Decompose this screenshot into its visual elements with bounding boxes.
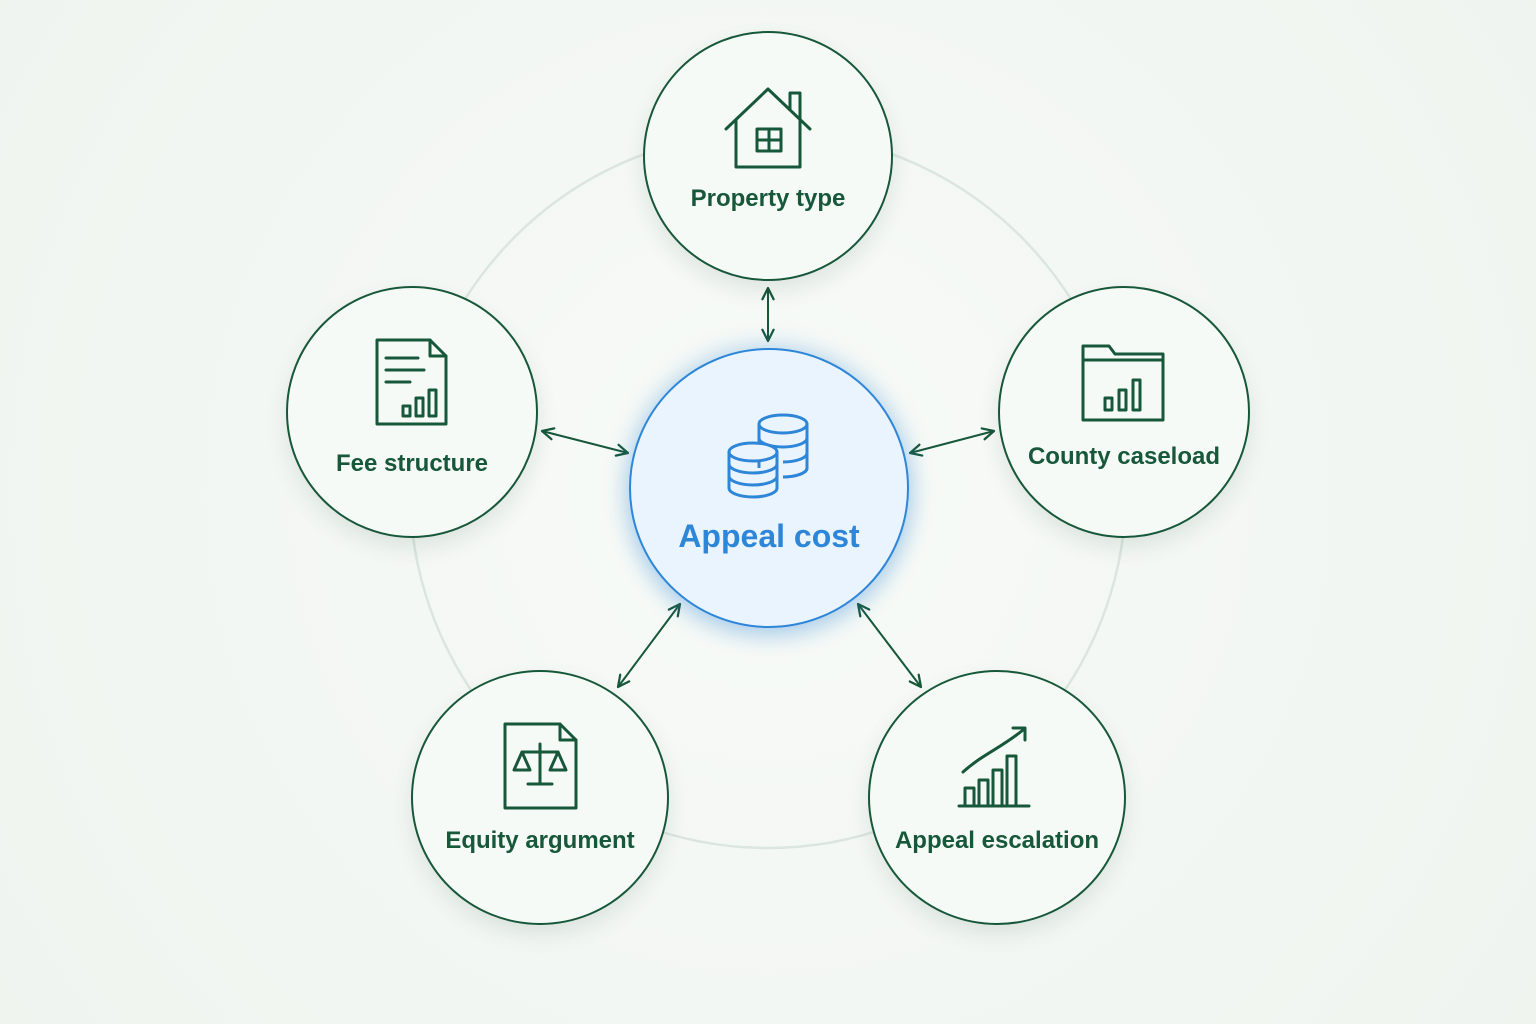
node-appeal-escalation: Appeal escalation xyxy=(868,670,1126,925)
edge-center-botright xyxy=(856,602,923,689)
coins-stack-icon xyxy=(727,413,809,499)
folder-chart-icon xyxy=(1081,344,1165,422)
document-scales-icon xyxy=(503,722,578,810)
edge-center-botleft xyxy=(616,602,682,689)
node-equity-argument: Equity argument xyxy=(411,670,669,925)
document-chart-icon xyxy=(375,338,448,426)
node-county-caseload: County caseload xyxy=(998,286,1250,538)
node-label: Equity argument xyxy=(445,827,635,854)
growth-chart-icon xyxy=(957,726,1031,808)
node-label: County caseload xyxy=(1027,443,1221,470)
node-label: Fee structure xyxy=(335,450,489,477)
node-fee-structure: Fee structure xyxy=(286,286,538,538)
node-label: Appeal escalation xyxy=(894,827,1100,854)
edge-center-left xyxy=(540,427,630,457)
center-label: Appeal cost xyxy=(678,518,860,554)
node-label: Property type xyxy=(690,185,846,212)
house-icon xyxy=(724,87,812,169)
node-appeal-cost: Appeal cost xyxy=(629,348,909,628)
node-property-type: Property type xyxy=(643,31,893,281)
edge-center-right xyxy=(908,427,996,457)
